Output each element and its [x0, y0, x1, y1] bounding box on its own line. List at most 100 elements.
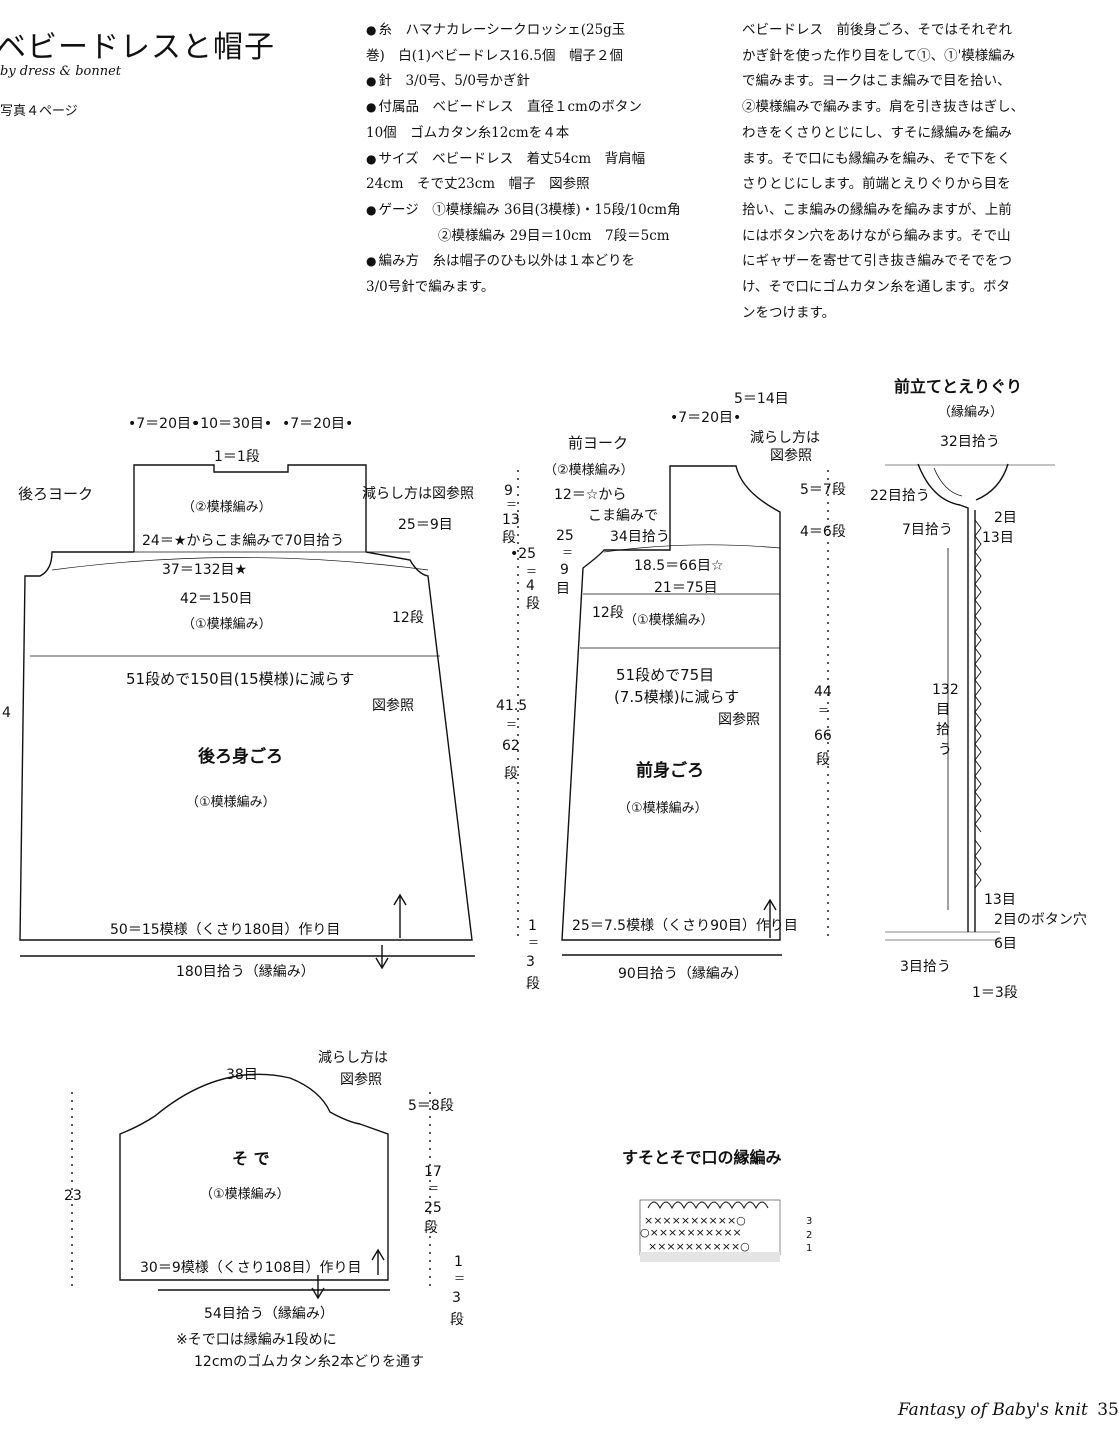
front-decrease-51-b: (7.5模様)に減らす: [614, 688, 739, 706]
placket-v-u: う: [938, 742, 952, 758]
footer-credit: Fantasy of Baby's knit: [898, 1400, 1088, 1420]
front-edge-pickup: 90目拾う（縁編み）: [618, 966, 748, 982]
instruction-line: け、そで口にゴムカタン糸を通します。ボタ: [742, 279, 1010, 296]
equals-mark: ＝: [506, 498, 517, 511]
materials-line: ●糸 ハマナカレーシークロッシェ(25g玉: [366, 22, 626, 38]
materials-line: 3/0号針で編みます。: [366, 279, 495, 296]
sleeve-edge-pickup: 54目拾う（縁編み）: [204, 1306, 334, 1322]
sleeve-dim-dan-2: 段: [450, 1312, 464, 1328]
back-width-37: 37＝132目★: [162, 562, 247, 578]
equals-mark: ＝: [506, 718, 517, 731]
back-dim-62: 62: [502, 738, 520, 754]
sleeve-dim-dan: 段: [424, 1220, 438, 1236]
sleeve-dim-1: 1: [454, 1254, 463, 1270]
sleeve-cap: 5＝8段: [408, 1098, 454, 1114]
back-see-figure: 図参照: [372, 697, 414, 714]
back-dim-9: 9: [504, 483, 513, 499]
materials-line: ●編み方 糸は帽子のひも以外は１本どりを: [366, 253, 635, 270]
back-yoke-pattern: （②模様編み）: [182, 499, 272, 515]
equals-mark: ＝: [428, 1182, 439, 1195]
sleeve-height: 23: [64, 1188, 82, 1204]
back-dim-1: 1: [528, 918, 537, 934]
sleeve-cast-on: 30＝9模様（くさり108目）作り目: [140, 1260, 361, 1276]
sleeve-dim-17: 17: [424, 1164, 442, 1180]
back-dim-dan-2: 段: [526, 596, 540, 612]
front-rows-12: 12段: [592, 605, 624, 621]
front-see-figure: 図参照: [718, 711, 760, 728]
edging-row-label-1: 1: [806, 1243, 812, 1254]
placket-v-132: 132: [932, 682, 959, 698]
materials-line: ●ゲージ ①模様編み 36目(3模様)・15段/10cm角: [366, 201, 681, 218]
placket-v-moku: 目: [936, 702, 950, 718]
front-dim-5: 5＝7段: [800, 482, 846, 498]
page-subtitle: by dress & bonnet: [0, 64, 122, 79]
page-footer: Fantasy of Baby's knit 35: [898, 1400, 1119, 1420]
placket-pattern: （縁編み）: [938, 404, 1003, 420]
back-pickup: 24＝★からこま編みで70目拾う: [142, 533, 344, 549]
sleeve-note-2: 12cmのゴムカタン糸2本どりを通す: [194, 1353, 424, 1370]
back-dim-25: •25: [510, 546, 536, 562]
back-width-42: 42＝150目: [180, 591, 253, 607]
edging-row-1-symbols: ××××××××××○: [648, 1240, 750, 1253]
placket-buttonhole: 2目のボタン穴: [994, 912, 1087, 928]
materials-line: 24cm そで丈23cm 帽子 図参照: [366, 176, 590, 193]
placket-pickup-22: 22目拾う: [870, 488, 930, 504]
front-width-21: 21＝75目: [654, 580, 718, 596]
sleeve-outline: [119, 1073, 390, 1291]
equals-mark: ＝: [528, 936, 539, 949]
sleeve-pattern: （①模様編み）: [200, 1186, 290, 1202]
instruction-line: で編みます。ヨークはこま編みで目を拾い、: [742, 73, 1011, 90]
front-decrease-note-1: 減らし方は: [750, 429, 820, 446]
front-armhole-9: 9: [560, 562, 569, 578]
front-dim-66: 66: [814, 728, 832, 744]
equals-mark: ＝: [526, 565, 537, 578]
sleeve-label: そ で: [232, 1149, 270, 1168]
equals-mark: ＝: [454, 1272, 465, 1285]
back-yoke-label: 後ろヨーク: [18, 485, 93, 503]
back-rows-12: 12段: [392, 610, 424, 626]
back-dim-4: 4: [526, 578, 535, 594]
placket-pickup-32: 32目拾う: [940, 434, 1000, 450]
front-armhole-25: 25: [556, 528, 574, 544]
front-body-label: 前身ごろ: [636, 760, 704, 781]
sleeve-dim-25: 25: [424, 1200, 442, 1216]
instruction-line: ンをつけます。: [742, 304, 836, 321]
front-top-dim-5: 5＝14目: [734, 391, 789, 407]
edging-row-2-symbols: ○××××××××××: [640, 1226, 742, 1239]
back-yoke-center: 1＝1段: [214, 449, 260, 465]
back-dim-dan: 段: [502, 530, 516, 546]
materials-line: ●サイズ ベビードレス 着丈54cm 背肩幅: [366, 150, 646, 167]
placket-pickup-7: 7目拾う: [902, 522, 953, 538]
front-pickup-1: 12＝☆から: [554, 487, 626, 503]
placket-outline: [885, 463, 1055, 941]
front-yoke-pattern: （②模様編み）: [544, 462, 634, 478]
back-body-pattern: （①模様編み）: [186, 794, 276, 810]
front-yoke-label: 前ヨーク: [568, 434, 628, 452]
edging-row-label-3: 3: [806, 1216, 812, 1227]
sleeve-decrease-1: 減らし方は: [318, 1049, 388, 1066]
materials-line: ②模様編み 29目＝10cm 7段＝5cm: [438, 227, 670, 244]
front-decrease-51-a: 51段めで75目: [616, 666, 714, 684]
front-armhole-moku: 目: [556, 581, 570, 597]
back-dim-dan-4: 段: [526, 976, 540, 992]
back-dim-41-5: 41.5: [496, 698, 527, 714]
front-pattern-1: （①模様編み）: [624, 612, 714, 628]
front-body-pattern: （①模様編み）: [618, 800, 708, 816]
front-width-18-5: 18.5＝66目☆: [634, 558, 724, 574]
front-top-dim-7: •7＝20目•: [670, 410, 741, 426]
placket-rows: 1＝3段: [972, 985, 1018, 1001]
placket-pickup-3: 3目拾う: [900, 959, 951, 975]
front-dim-dan: 段: [816, 752, 830, 768]
back-top-dim-2: •10＝30目•: [192, 416, 272, 432]
materials-line: 巻) 白(1)ベビードレス16.5個 帽子２個: [366, 47, 623, 64]
edging-shade: [640, 1252, 780, 1262]
front-piece-outline: [561, 465, 782, 956]
instruction-line: にギャザーを寄せて引き抜き編みでそでをつ: [742, 253, 1012, 270]
placket-mark-6: 6目: [994, 936, 1017, 952]
instruction-line: ます。そで口にも縁編みを編み、そで下をく: [742, 150, 1011, 167]
placket-title: 前立てとえりぐり: [894, 377, 1022, 396]
placket-mark-13a: 13目: [982, 530, 1014, 546]
back-top-dim-1: •7＝20目•: [128, 416, 199, 432]
edging-row-3-symbols: ××××××××××○: [644, 1214, 746, 1227]
